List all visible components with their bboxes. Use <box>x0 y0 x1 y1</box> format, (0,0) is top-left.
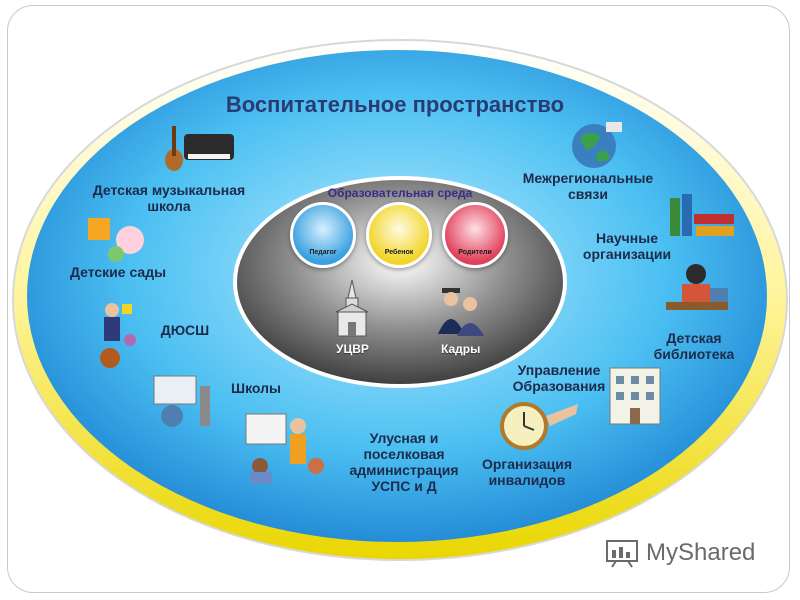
globe-icon <box>572 122 622 168</box>
children-library-label: Детская библиотека <box>653 330 735 363</box>
school-icon <box>153 375 210 427</box>
dyussh-label: ДЮСШ <box>160 322 210 338</box>
reader-icon <box>666 264 728 310</box>
music-school-label: Детская музыкальная школа <box>92 182 246 215</box>
schools-label: Школы <box>231 380 281 396</box>
church-icon <box>335 279 369 337</box>
child-circle: Ребенок <box>366 202 432 268</box>
interregional-label: Межрегиональные связи <box>522 170 654 203</box>
uchvr-label: УЦВР <box>336 342 369 356</box>
kadry-label: Кадры <box>441 342 481 356</box>
administration-label: Улусная и поселковая администрация УСПС … <box>349 430 459 495</box>
meeting-icon <box>245 413 324 484</box>
disabled-org-label: Организация инвалидов <box>481 456 573 489</box>
piano-guitar-icon <box>165 126 234 171</box>
clock-hand-icon <box>500 402 578 450</box>
parents-circle: Родители <box>442 202 508 268</box>
building-icon <box>609 367 661 425</box>
kindergarten-icon <box>88 218 144 262</box>
education-dept-label: Управление Образования <box>512 362 606 395</box>
books-icon <box>670 194 734 236</box>
kindergartens-label: Детские сады <box>69 264 167 280</box>
chart-logo-icon <box>606 540 638 568</box>
diagram-title: Воспитательное пространство <box>225 92 565 117</box>
sports-icon <box>100 303 136 368</box>
teacher-label: Педагог <box>309 249 337 256</box>
teacher-circle: Педагог <box>290 202 356 268</box>
inner-title: Образовательная среда <box>327 186 473 200</box>
myshared-logo: MyShared <box>606 538 755 568</box>
parents-label: Родители <box>458 249 492 256</box>
graduates-icon <box>438 288 484 336</box>
logo-text: MyShared <box>646 539 756 566</box>
scientific-orgs-label: Научные организации <box>582 230 672 263</box>
child-label: Ребенок <box>384 249 414 256</box>
